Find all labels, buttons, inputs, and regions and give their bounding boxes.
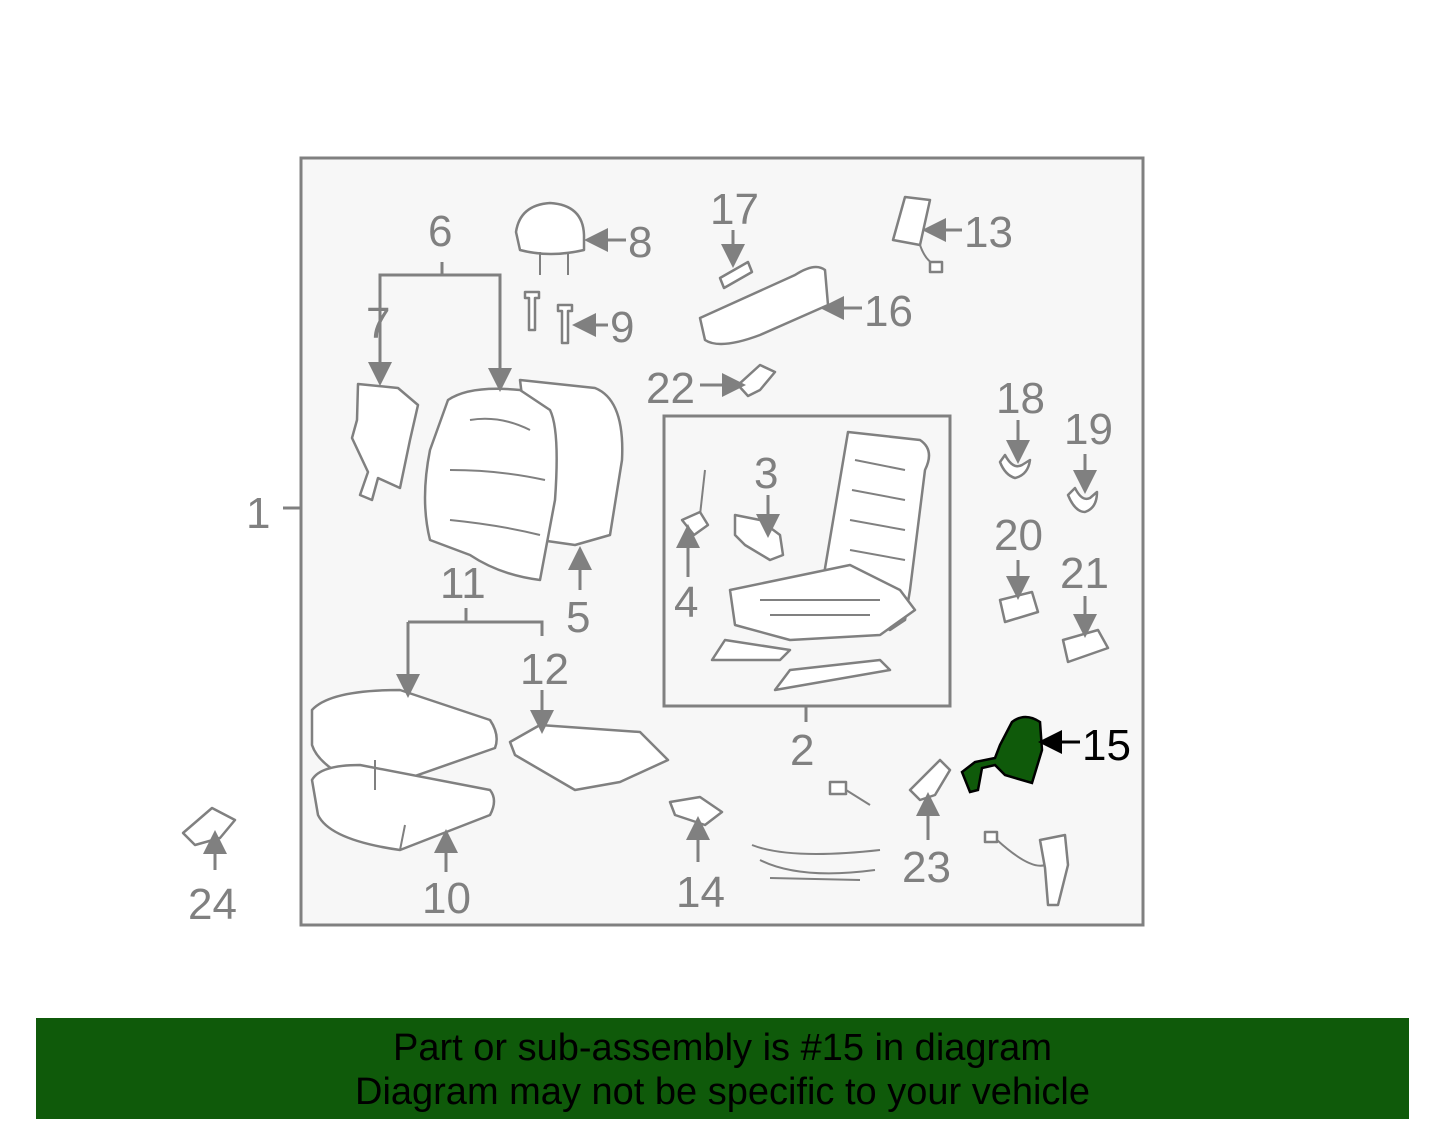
callout-23: 23 (902, 843, 951, 892)
callout-3: 3 (754, 449, 778, 498)
part-13 (891, 195, 944, 274)
banner-line-1: Part or sub-assembly is #15 in diagram (393, 1027, 1052, 1069)
callout-8: 8 (628, 218, 652, 267)
seatback-pad-part (350, 382, 420, 502)
wire-harness-part (751, 780, 881, 881)
callout-2: 2 (790, 726, 814, 775)
callout-17: 17 (710, 185, 759, 234)
callout-1: 1 (246, 489, 270, 538)
part-22 (736, 363, 777, 398)
belt-sensor-part (983, 830, 1070, 907)
callout-24: 24 (188, 880, 237, 929)
callout-18: 18 (996, 374, 1045, 423)
seat-parts-diagram: 1 2 3 4 5 6 7 8 9 10 11 12 13 14 15 16 1… (181, 156, 1145, 929)
callout-19: 19 (1064, 405, 1113, 454)
callout-12: 12 (520, 645, 569, 694)
callout-11: 11 (440, 559, 486, 608)
seat-frame-part (710, 430, 931, 692)
seat-cushion-part (310, 688, 498, 852)
callout-15: 15 (1082, 721, 1131, 770)
banner-line-2: Diagram may not be specific to your vehi… (355, 1071, 1090, 1113)
callout-14: 14 (676, 868, 725, 917)
headrest-guide-part (523, 290, 574, 345)
callout-10: 10 (422, 874, 471, 923)
callout-6: 6 (428, 207, 452, 256)
callout-16: 16 (864, 287, 913, 336)
part-19 (1066, 486, 1099, 514)
callout-21: 21 (1060, 549, 1109, 598)
callout-9: 9 (610, 303, 634, 352)
seatback-cover-part (423, 378, 624, 582)
callout-5: 5 (566, 593, 590, 642)
leader-lines (203, 218, 1097, 872)
callout-20: 20 (994, 511, 1043, 560)
callout-13: 13 (964, 208, 1013, 257)
headrest-part (514, 201, 586, 275)
seat-heater-part (508, 723, 670, 792)
callout-22: 22 (646, 364, 695, 413)
callout-7: 7 (366, 299, 390, 348)
part-24 (181, 806, 237, 847)
info-banner: Part or sub-assembly is #15 in diagram D… (36, 1018, 1409, 1119)
callout-4: 4 (674, 578, 698, 627)
